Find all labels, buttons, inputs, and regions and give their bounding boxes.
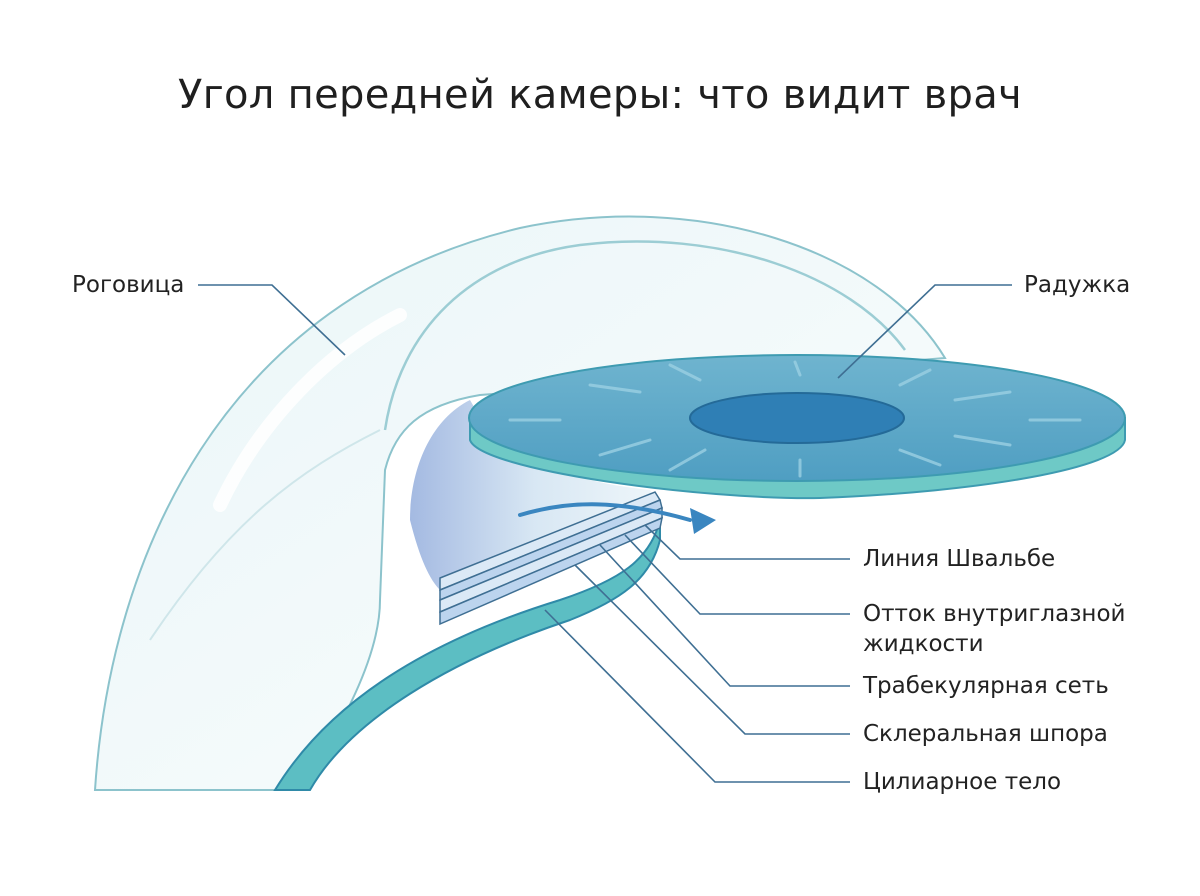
diagram-title: Угол передней камеры: что видит врач xyxy=(178,72,1022,118)
iris-disc xyxy=(468,354,1126,500)
label-scleral-spur: Склеральная шпора xyxy=(863,721,1108,747)
leader-cornea xyxy=(198,284,346,356)
trabecular-meshwork xyxy=(439,491,664,626)
anterior-chamber xyxy=(410,400,660,590)
outflow-arrowhead xyxy=(690,508,716,534)
cornea-fold xyxy=(149,429,381,641)
outflow-arrow xyxy=(518,502,692,522)
leader-scleral-spur xyxy=(574,564,850,735)
label-ciliary-body: Цилиарное тело xyxy=(863,769,1062,795)
sclera-band xyxy=(273,519,661,791)
label-cornea: Роговица xyxy=(72,272,185,298)
cornea-highlight xyxy=(213,308,407,512)
label-trabecular-meshwork: Трабекулярная сеть xyxy=(863,673,1109,699)
label-iris: Радужка xyxy=(1024,272,1131,298)
label-outflow-line1: Отток внутриглазной xyxy=(863,601,1126,627)
label-outflow-line2: жидкости xyxy=(863,631,984,657)
leader-iris xyxy=(837,284,1012,379)
leader-outflow xyxy=(624,534,850,615)
leader-lines xyxy=(198,284,1012,783)
leader-trabecular xyxy=(599,544,850,687)
cornea-inner-curve xyxy=(383,240,907,431)
pupil xyxy=(689,392,905,444)
leader-ciliary xyxy=(544,609,850,783)
label-schwalbe-line: Линия Швальбе xyxy=(863,546,1056,572)
leader-schwalbe xyxy=(644,524,850,560)
